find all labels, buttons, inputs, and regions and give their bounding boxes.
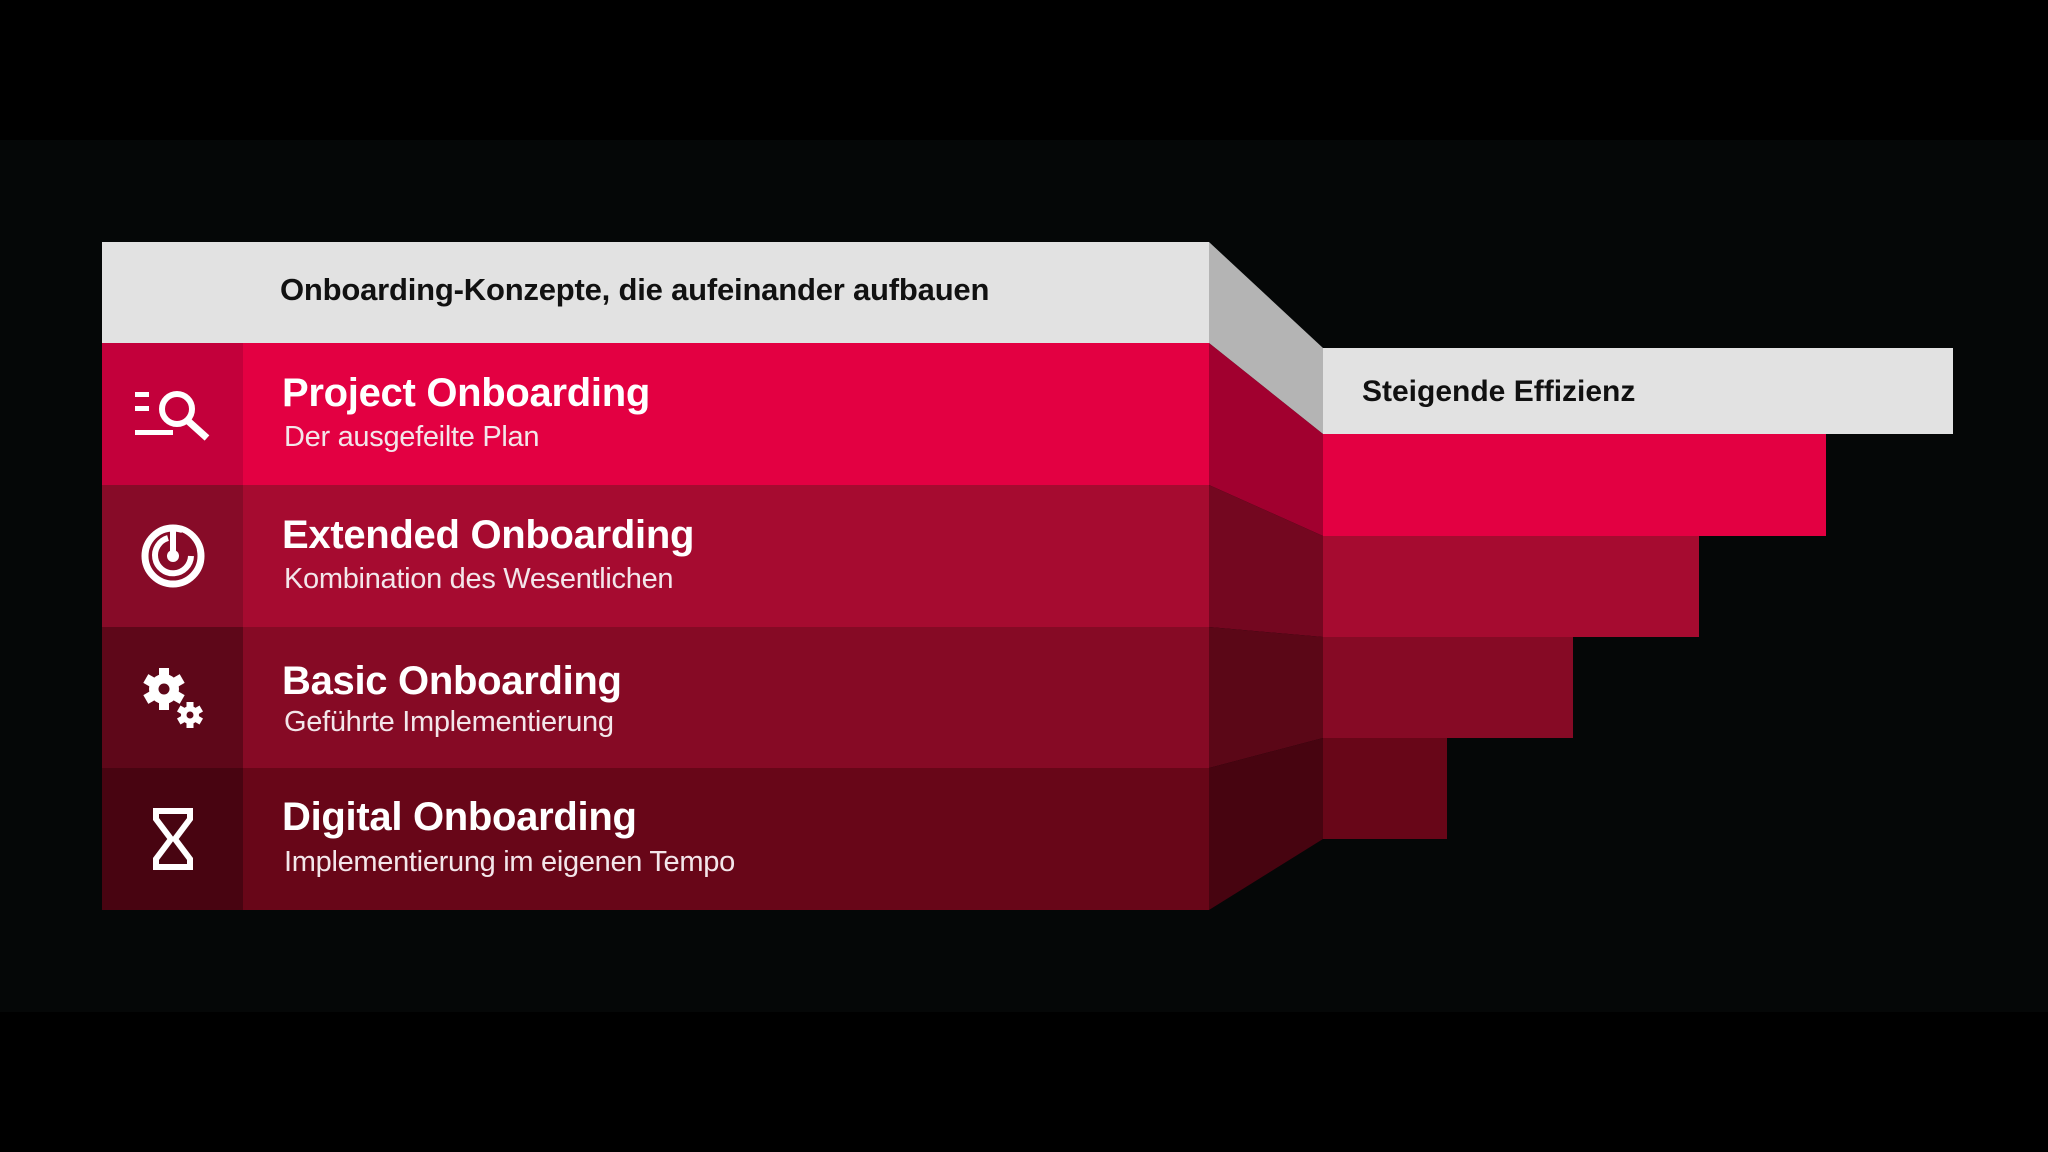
connector-face-row-2 <box>1209 485 1323 637</box>
row-subtitle: Geführte Implementierung <box>284 706 614 738</box>
efficiency-step-project <box>1323 434 1826 536</box>
row-subtitle: Kombination des Wesentlichen <box>284 563 674 595</box>
efficiency-step-digital <box>1323 738 1447 839</box>
icon-cell <box>102 768 243 910</box>
efficiency-step-extended <box>1323 536 1699 637</box>
efficiency-header-label: Steigende Effizienz <box>1362 375 1636 408</box>
efficiency-header: Steigende Effizienz <box>1323 348 1953 434</box>
connector-header-face <box>1209 242 1323 434</box>
row-subtitle: Der ausgefeilte Plan <box>284 421 540 453</box>
icon-cell <box>102 627 243 768</box>
row-digital-onboarding: Digital Onboarding Implementierung im ei… <box>102 768 1209 910</box>
row-basic-onboarding: Basic Onboarding Geführte Implementierun… <box>102 627 1209 768</box>
row-title: Extended Onboarding <box>282 513 695 557</box>
icon-cell <box>102 485 243 627</box>
concepts-header-label: Onboarding-Konzepte, die aufeinander auf… <box>280 272 990 307</box>
search-list-icon <box>134 391 209 441</box>
connector-face-row-1 <box>1209 343 1323 536</box>
row-title: Digital Onboarding <box>282 795 637 839</box>
row-title: Project Onboarding <box>282 371 650 415</box>
radar-target-icon <box>141 524 204 588</box>
efficiency-step-basic <box>1323 637 1573 738</box>
connector-face-row-4 <box>1209 738 1323 910</box>
icon-cell <box>102 343 243 485</box>
concepts-header: Onboarding-Konzepte, die aufeinander auf… <box>102 242 1209 343</box>
row-project-onboarding: Project Onboarding Der ausgefeilte Plan <box>102 343 1209 485</box>
hourglass-icon <box>152 808 193 870</box>
row-extended-onboarding: Extended Onboarding Kombination des Wese… <box>102 485 1209 627</box>
row-subtitle: Implementierung im eigenen Tempo <box>284 846 735 878</box>
gears-icon <box>142 667 203 728</box>
row-title: Basic Onboarding <box>282 659 622 703</box>
connector-face-row-3 <box>1209 627 1323 768</box>
